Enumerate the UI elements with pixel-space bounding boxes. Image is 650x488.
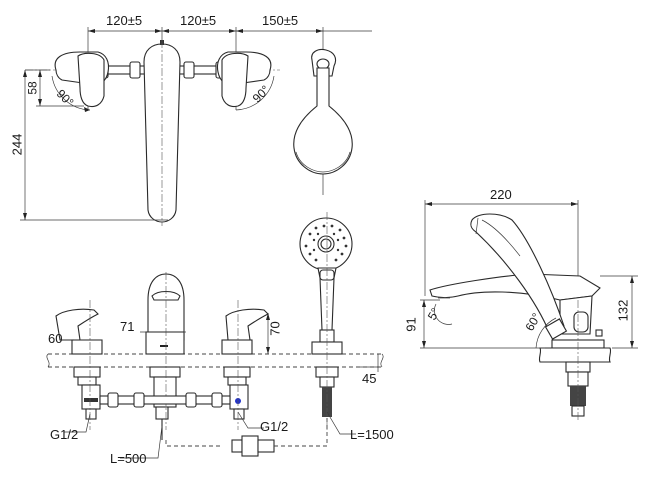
- conn-inlet-right: G1/2: [260, 419, 289, 434]
- dim-handle-height: 60: [48, 331, 63, 346]
- dim-overall-height: 132: [615, 299, 631, 322]
- side-view: [420, 200, 638, 420]
- dim-right-handle-height: 70: [267, 321, 283, 336]
- dim-shower-offset: 150±5: [262, 13, 299, 28]
- dim-handle-depth: 58: [25, 81, 40, 95]
- dim-deck-thickness: 45: [362, 371, 377, 386]
- conn-inlet-left: G1/2: [50, 427, 79, 442]
- front-view: [46, 212, 384, 459]
- dim-overall-length: 220: [490, 187, 512, 202]
- conn-hose-shower: L=1500: [350, 427, 394, 442]
- top-view: [20, 27, 372, 226]
- dim-spout-body-height: 71: [120, 319, 135, 334]
- dim-spacing-right: 120±5: [180, 13, 217, 28]
- conn-hose-spout: L=500: [110, 451, 147, 466]
- dim-spacing-left: 120±5: [106, 13, 143, 28]
- dim-spout-height: 91: [403, 317, 419, 332]
- dim-overall-depth: 244: [9, 133, 25, 156]
